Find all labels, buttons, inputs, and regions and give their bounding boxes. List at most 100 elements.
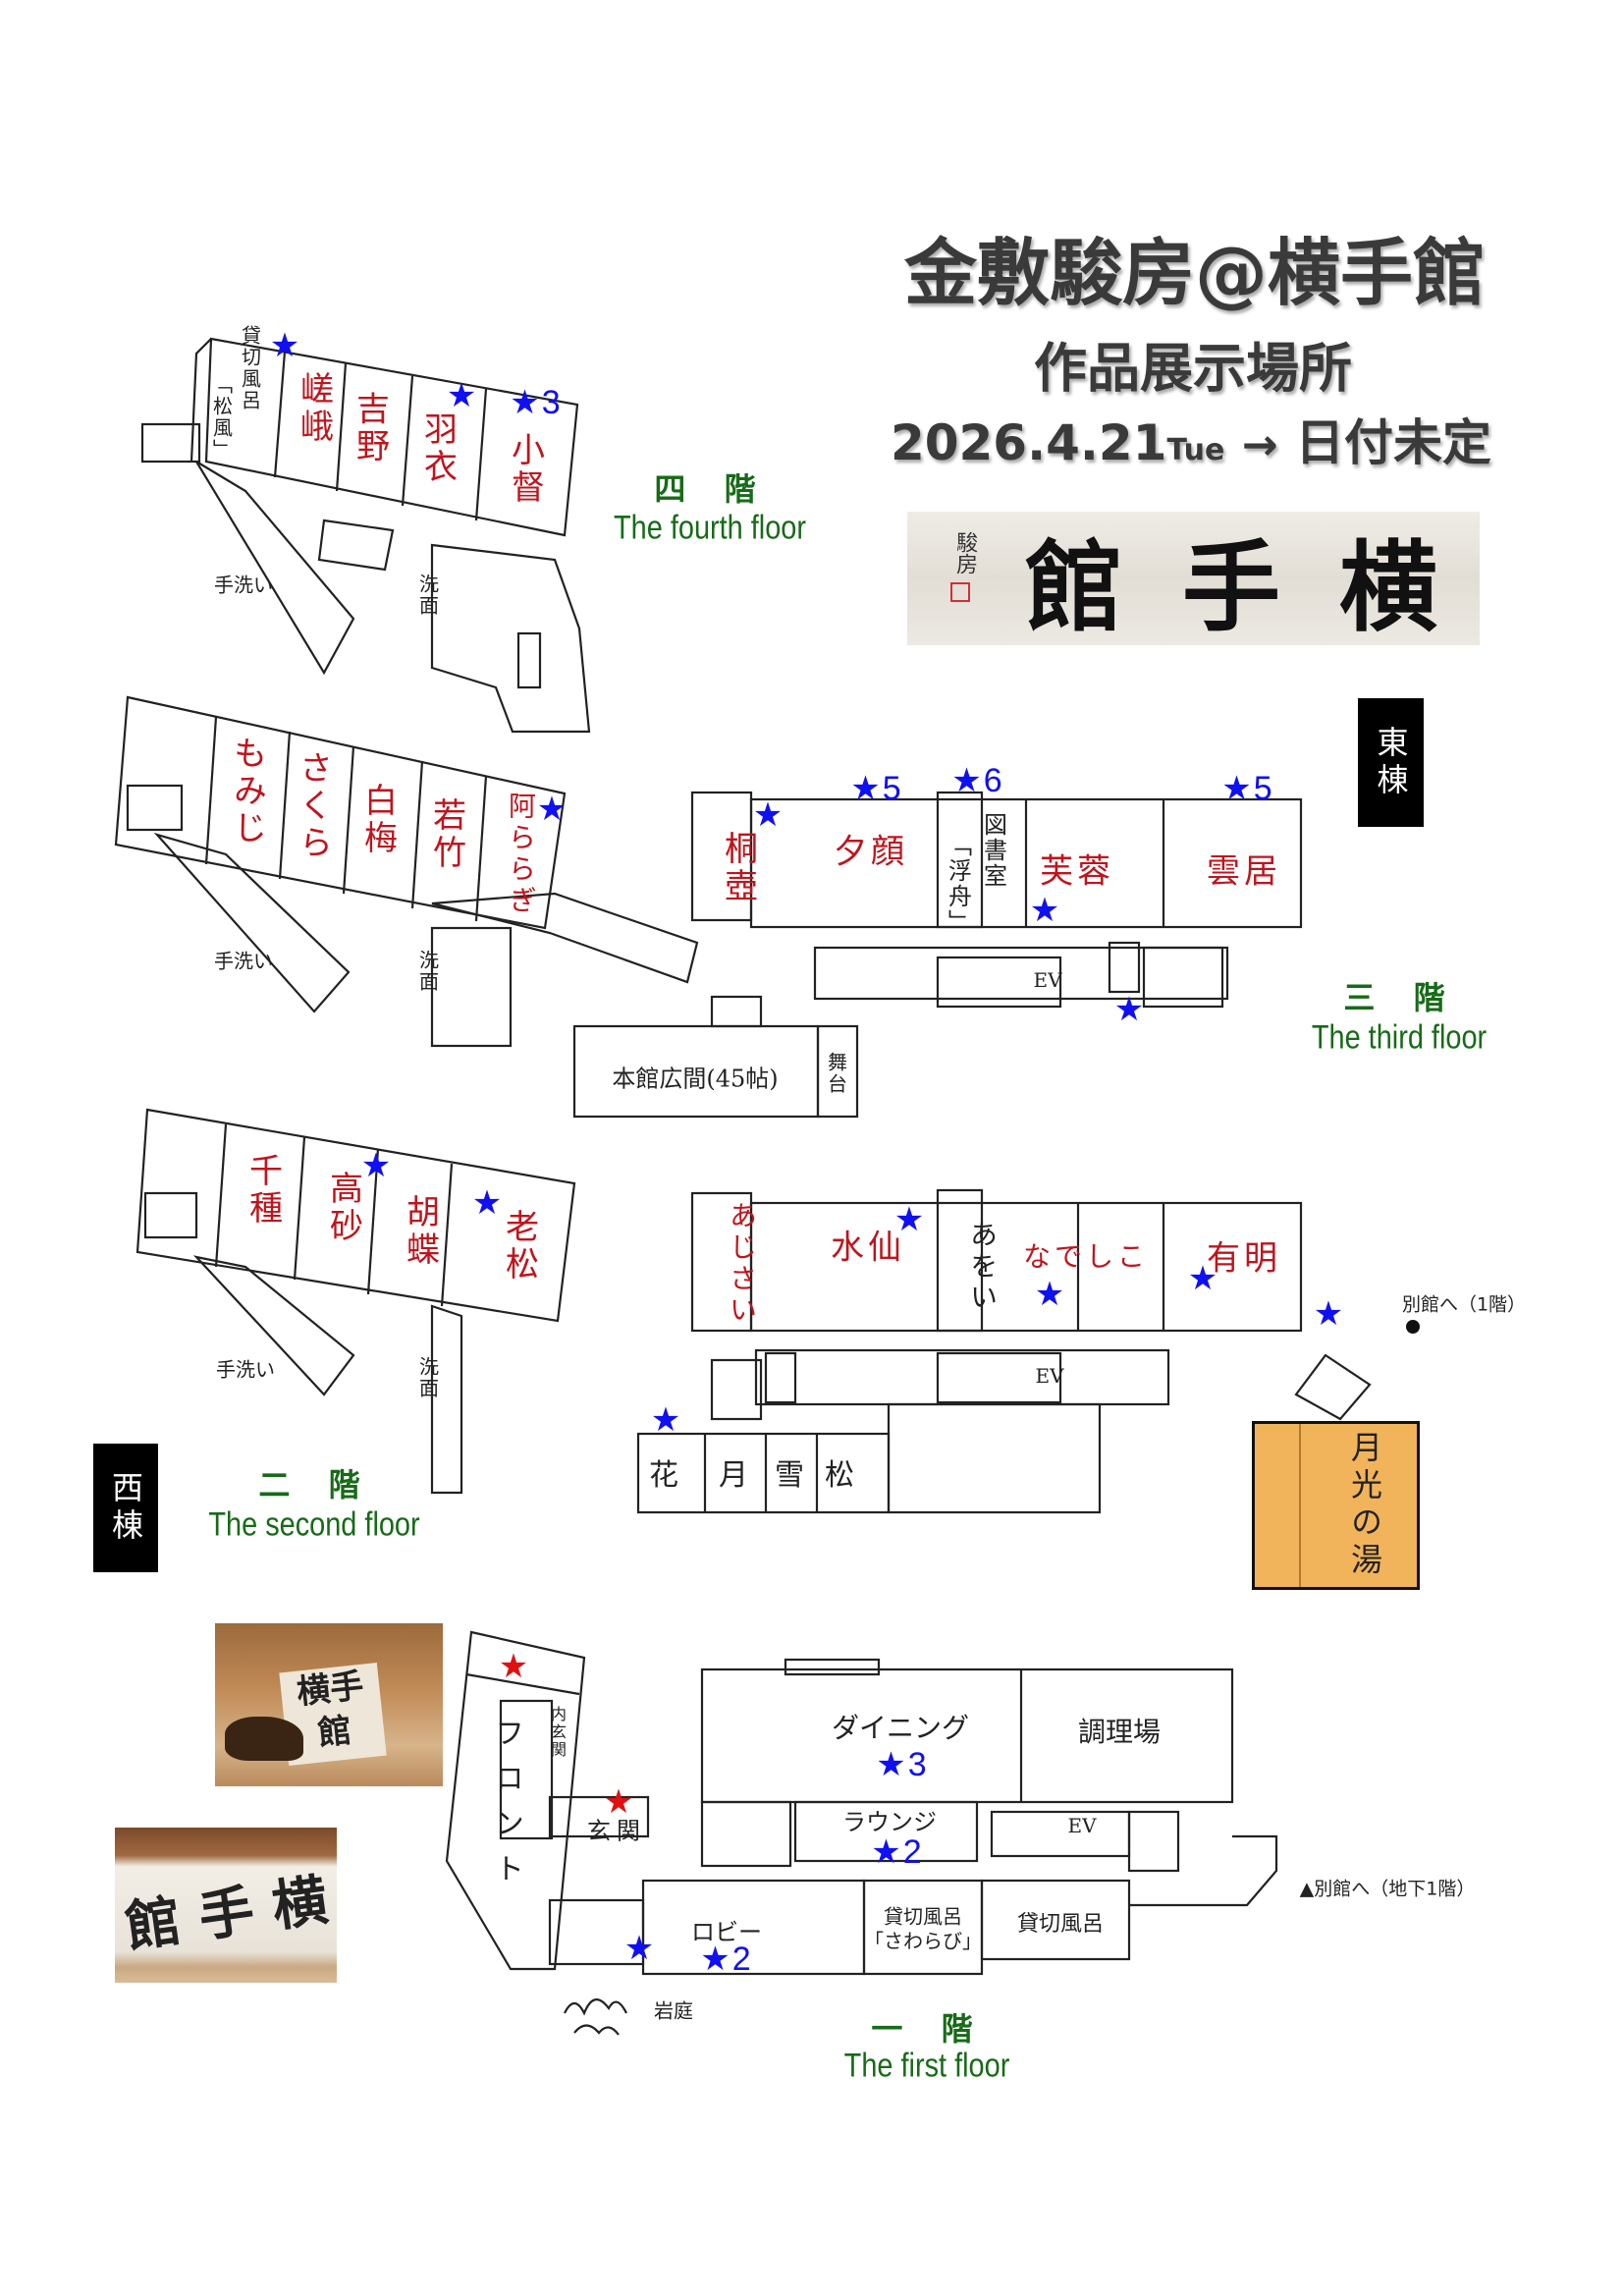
room-yuki: 雪 — [775, 1458, 808, 1493]
star-icon: ★ — [269, 326, 300, 365]
floor3-title-jp: 三 階 — [1343, 979, 1459, 1016]
annex-b1-label: ▲別館へ（地下1階） — [1299, 1878, 1476, 1900]
banner-text: 横手館 — [115, 1850, 337, 1969]
west-wing-label: 西棟 — [93, 1444, 158, 1572]
room-tsuki: 月 — [719, 1458, 752, 1493]
floor1-title-jp: 一 階 — [871, 2010, 987, 2048]
photo-horse-sign: 横手館 — [215, 1623, 443, 1786]
floor4-title-en: The fourth floor — [614, 509, 806, 547]
room-ariake: 有明 — [1207, 1238, 1281, 1279]
red-star-icon: ★ — [603, 1782, 634, 1822]
date-weekday: Tue — [1166, 433, 1225, 467]
room-takasago: 高砂 — [323, 1171, 363, 1245]
star-count: 3 — [541, 384, 561, 421]
sink-label: 洗面 — [415, 1356, 440, 1399]
room-fuyo: 芙蓉 — [1040, 851, 1114, 892]
plaque-char: 横 — [295, 1669, 333, 1713]
private-bath-label: 貸切風呂 — [238, 325, 262, 411]
banner-char: 手 — [194, 1877, 258, 1950]
library-label: 図書室 — [979, 812, 1007, 889]
star-icon: ★3 — [876, 1745, 927, 1784]
room-yoshino: 吉野 — [350, 391, 390, 465]
sign-char: 横 — [1339, 528, 1437, 645]
room-suisen: 水仙 — [831, 1228, 905, 1268]
star-icon: ★3 — [510, 383, 561, 422]
annex-marker-dot — [1406, 1320, 1420, 1334]
room-aoi: あをい — [966, 1220, 999, 1314]
horse-figurine-icon — [225, 1717, 303, 1761]
page-title: 金敷駿房@横手館 — [904, 231, 1486, 316]
kitchen-label: 調理場 — [1077, 1716, 1162, 1748]
star-count: 2 — [902, 1833, 922, 1871]
room-araragi: 阿ららぎ — [505, 792, 537, 917]
dining-label: ダイニング — [831, 1712, 970, 1744]
star-icon: ★ — [536, 790, 568, 829]
star-icon: ★ — [752, 795, 784, 835]
floor3-title-en: The third floor — [1311, 1018, 1488, 1057]
room-hana: 花 — [649, 1458, 682, 1493]
star-count: 5 — [1253, 770, 1272, 807]
elevator-label: EV — [1067, 1814, 1097, 1837]
room-kiritsubo: 桐壺 — [718, 831, 758, 905]
star-icon: ★ — [1187, 1259, 1218, 1298]
star-icon: ★2 — [871, 1832, 922, 1872]
sink-label: 洗面 — [415, 574, 440, 617]
room-wakatake: 若竹 — [426, 797, 466, 872]
room-sakura: さくら — [293, 750, 333, 862]
star-icon: ★6 — [951, 761, 1002, 800]
bath-name-sawarabi: 「さわらび」 — [864, 1929, 982, 1953]
stage-label: 舞台 — [824, 1052, 848, 1095]
star-icon: ★ — [1113, 990, 1145, 1029]
main-hall-label: 本館広間(45帖) — [612, 1065, 779, 1093]
sign-char: 館 — [1025, 528, 1123, 645]
date-new: 日付未定 — [1295, 414, 1492, 471]
washroom-label: 手洗い — [216, 1357, 275, 1382]
front-desk-label: フロント — [489, 1718, 523, 1898]
star-icon: ★ — [650, 1400, 681, 1440]
sign-char: 手 — [1182, 528, 1280, 645]
annex-1f-label: 別館へ（1階） — [1401, 1293, 1527, 1316]
room-matsu: 松 — [825, 1458, 858, 1493]
star-icon: ★5 — [1221, 769, 1272, 808]
banner-char: 館 — [121, 1887, 186, 1960]
star-icon: ★ — [446, 376, 477, 415]
moonlight-bath-area — [1252, 1421, 1420, 1590]
star-icon: ★ — [1034, 1275, 1065, 1314]
star-count: 2 — [731, 1941, 751, 1978]
library-name-ukifune: 「浮舟」 — [944, 833, 972, 935]
star-icon: ★5 — [850, 769, 901, 808]
private-bath-label: 貸切風呂 — [884, 1904, 962, 1929]
room-kocho: 胡蝶 — [400, 1194, 440, 1269]
star-icon: ★ — [893, 1200, 925, 1239]
floor2-outline — [135, 1108, 1372, 1514]
photo-banner-sign: 横手館 — [115, 1828, 337, 1983]
star-icon: ★ — [1029, 891, 1060, 930]
room-ajisai: あじさい — [726, 1201, 758, 1327]
page-subtitle: 作品展示場所 — [1034, 337, 1352, 400]
bath-divider — [1299, 1424, 1301, 1587]
red-star-icon: ★ — [498, 1647, 529, 1686]
star-icon: ★ — [1313, 1294, 1344, 1334]
rock-garden-label: 岩庭 — [654, 1998, 693, 2023]
floor3-outline — [114, 695, 1303, 1119]
calligraphy-sign: 駿房 横 手 館 — [907, 512, 1480, 645]
room-saga: 嵯峨 — [294, 371, 334, 446]
exhibition-date: 2026.4.21Tue → 日付未定 — [891, 404, 1491, 474]
sink-label: 洗面 — [415, 950, 440, 993]
room-gekko-no-yu: 月光の湯 — [1346, 1431, 1383, 1580]
room-chigusa: 千種 — [243, 1153, 283, 1228]
star-count: 3 — [907, 1746, 927, 1783]
plaque-char: 手 — [328, 1666, 366, 1710]
star-icon: ★ — [471, 1183, 503, 1223]
washroom-label: 手洗い — [214, 949, 273, 973]
entrance-label: 玄関 — [587, 1817, 646, 1845]
lobby-label: ロビー — [691, 1918, 762, 1946]
arrow-icon: → — [1241, 420, 1278, 470]
seal-icon — [950, 582, 970, 602]
room-yugao: 夕顔 — [834, 832, 908, 872]
floor1-title-en: The first floor — [843, 2047, 1010, 2085]
sign-text: 横 手 館 — [996, 512, 1467, 645]
floor2-title-en: The second floor — [208, 1505, 420, 1544]
room-oimatsu: 老松 — [499, 1209, 539, 1284]
